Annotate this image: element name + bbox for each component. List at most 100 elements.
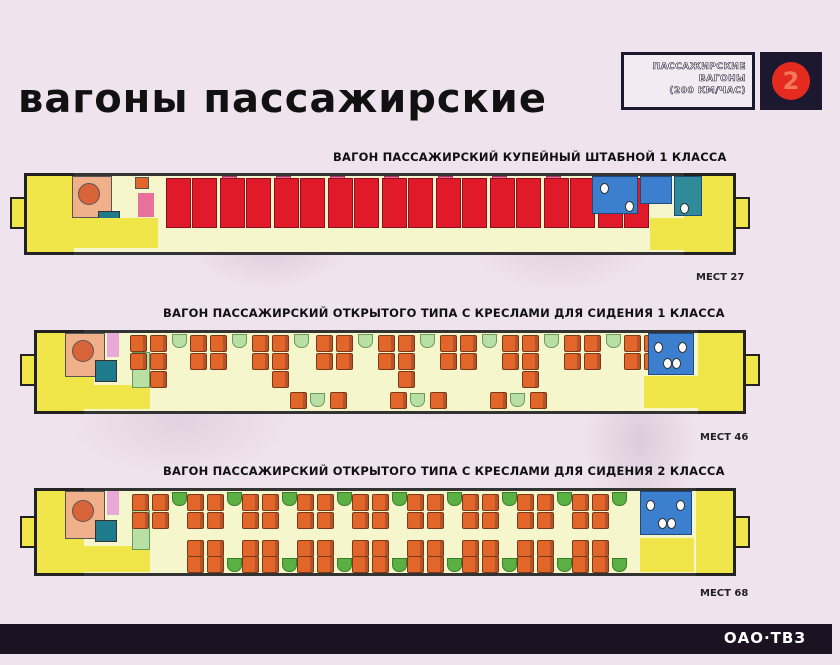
berth-seat (408, 178, 433, 228)
table (294, 334, 309, 348)
seat (462, 556, 479, 573)
seat (297, 494, 314, 511)
seat (252, 353, 269, 370)
car-1-plan (10, 173, 750, 255)
table (612, 558, 627, 572)
seat (398, 371, 415, 388)
seat (624, 335, 641, 352)
seat (624, 353, 641, 370)
pink-cabinet (138, 193, 154, 217)
seat (190, 335, 207, 352)
berth-seat (436, 178, 461, 228)
seat (572, 512, 589, 529)
berth-seat (490, 178, 515, 228)
seat (262, 512, 279, 529)
table (420, 334, 435, 348)
seat (316, 353, 333, 370)
seat (407, 512, 424, 529)
seat (407, 540, 424, 557)
seat (530, 392, 547, 409)
badge-line: (200 КМ/ЧАС) (669, 86, 746, 97)
seat (592, 512, 609, 529)
round-table-icon (72, 500, 94, 522)
seat (522, 335, 539, 352)
seat (378, 353, 395, 370)
car-1-seat-count: МЕСТ 27 (696, 272, 745, 283)
page-title: вагоны пассажирские (18, 76, 547, 122)
seat (207, 494, 224, 511)
table (232, 334, 247, 348)
table (337, 492, 352, 506)
seat (517, 556, 534, 573)
corridor-yellow (640, 538, 694, 572)
seat (352, 540, 369, 557)
car-2-title: ВАГОН ПАССАЖИРСКИЙ ОТКРЫТОГО ТИПА С КРЕС… (163, 306, 725, 320)
seat (190, 353, 207, 370)
seat (427, 512, 444, 529)
seat (130, 335, 147, 352)
berth-seat (462, 178, 487, 228)
seat (592, 556, 609, 573)
corridor-yellow (650, 218, 704, 250)
seat (132, 512, 149, 529)
car-2-plan (20, 330, 760, 414)
seat (572, 556, 589, 573)
seat (482, 540, 499, 557)
table (392, 558, 407, 572)
vestibule-left (24, 173, 74, 255)
seat (316, 335, 333, 352)
berth-seat (516, 178, 541, 228)
table (227, 492, 242, 506)
pink-cabinet (107, 333, 119, 357)
table (310, 393, 325, 407)
seat (297, 512, 314, 529)
toilet-icon (654, 342, 663, 353)
pink-cabinet (107, 491, 119, 515)
seat (537, 494, 554, 511)
seat (502, 353, 519, 370)
wc-middle (640, 176, 672, 204)
car-3-seat-count: МЕСТ 68 (700, 588, 749, 599)
berth-seat (544, 178, 569, 228)
seat (427, 540, 444, 557)
table (282, 558, 297, 572)
seat (352, 512, 369, 529)
seat (372, 556, 389, 573)
seat (187, 494, 204, 511)
seat (440, 353, 457, 370)
seat (427, 556, 444, 573)
seat (252, 335, 269, 352)
round-table-icon (78, 183, 100, 205)
berth-seat (570, 178, 595, 228)
berth-seat (166, 178, 191, 228)
toilet-icon (600, 183, 609, 194)
table (557, 558, 572, 572)
table (482, 334, 497, 348)
seat (290, 392, 307, 409)
berth-seat (300, 178, 325, 228)
seat (242, 540, 259, 557)
seat (352, 494, 369, 511)
seat (242, 494, 259, 511)
company-logo-text: ОАО·ТВЗ (723, 629, 806, 647)
seat (517, 512, 534, 529)
wc-block (640, 491, 692, 535)
seat (537, 540, 554, 557)
seat (462, 540, 479, 557)
table (227, 558, 242, 572)
berth-seat (220, 178, 245, 228)
table (172, 334, 187, 348)
berth-seat (246, 178, 271, 228)
seat (210, 335, 227, 352)
seat (564, 353, 581, 370)
seat (372, 512, 389, 529)
seat (187, 556, 204, 573)
chair (135, 177, 149, 189)
seat (482, 512, 499, 529)
gangway-right (734, 197, 750, 229)
seat (330, 392, 347, 409)
table (510, 393, 525, 407)
seat (242, 512, 259, 529)
seat (272, 353, 289, 370)
seat (297, 540, 314, 557)
